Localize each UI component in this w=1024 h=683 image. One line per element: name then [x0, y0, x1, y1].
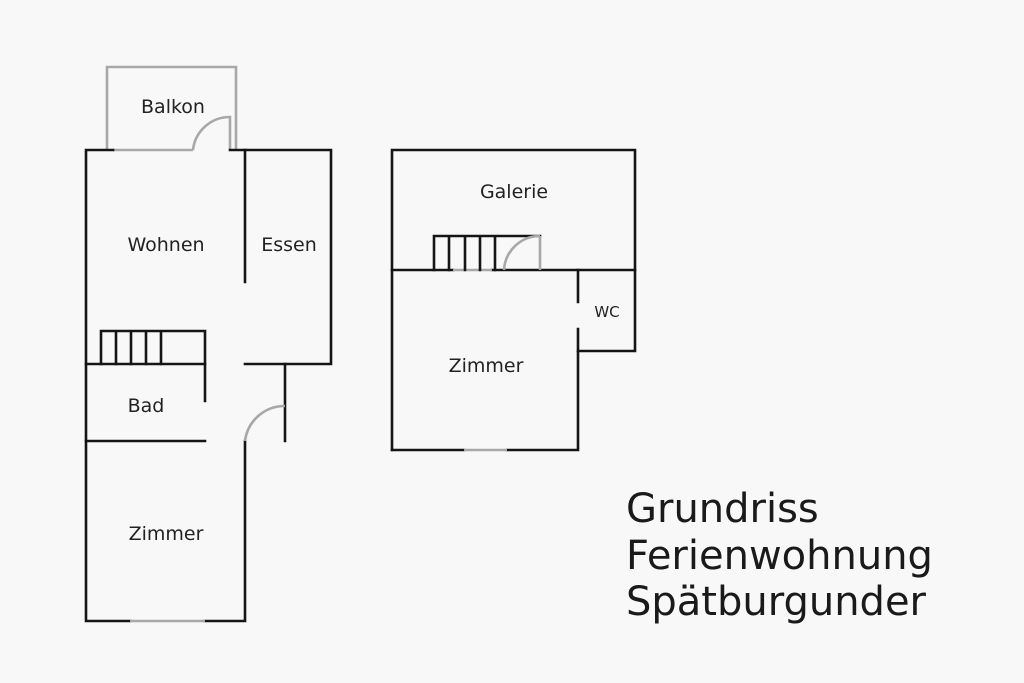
wc-wall: [390, 268, 580, 452]
room-label-balkon: Balkon: [141, 96, 205, 118]
title-line-2: Ferienwohnung: [626, 533, 933, 579]
upper-door-swing: [502, 234, 542, 271]
title-line-3: Spätburgunder: [626, 579, 927, 625]
room-label-zimmer: Zimmer: [129, 523, 204, 545]
room-label-galerie: Galerie: [480, 181, 548, 203]
balcony-door-swing: [191, 115, 232, 151]
outer-wall: [84, 148, 247, 623]
upper-stairs: [432, 234, 542, 272]
room-label-zimmer-upper: Zimmer: [449, 355, 524, 377]
title-block: Grundriss Ferienwohnung Spätburgunder: [626, 486, 933, 625]
room-label-wohnen: Wohnen: [127, 234, 204, 256]
stairs: [99, 329, 207, 403]
galerie-walls: [390, 148, 637, 452]
entry-door-swing: [243, 404, 286, 442]
title-line-1: Grundriss: [626, 486, 819, 532]
room-label-bad: Bad: [128, 395, 165, 417]
room-label-essen: Essen: [261, 234, 317, 256]
room-label-wc: WC: [594, 303, 619, 321]
bad-walls: [84, 362, 207, 443]
ground-floor-plan: Balkon Wohnen Essen Bad Zimmer: [84, 65, 333, 623]
balcony-outline: [105, 65, 238, 152]
wall-top-right: [228, 148, 333, 366]
upper-floor-plan: Galerie WC Zimmer: [390, 148, 637, 452]
